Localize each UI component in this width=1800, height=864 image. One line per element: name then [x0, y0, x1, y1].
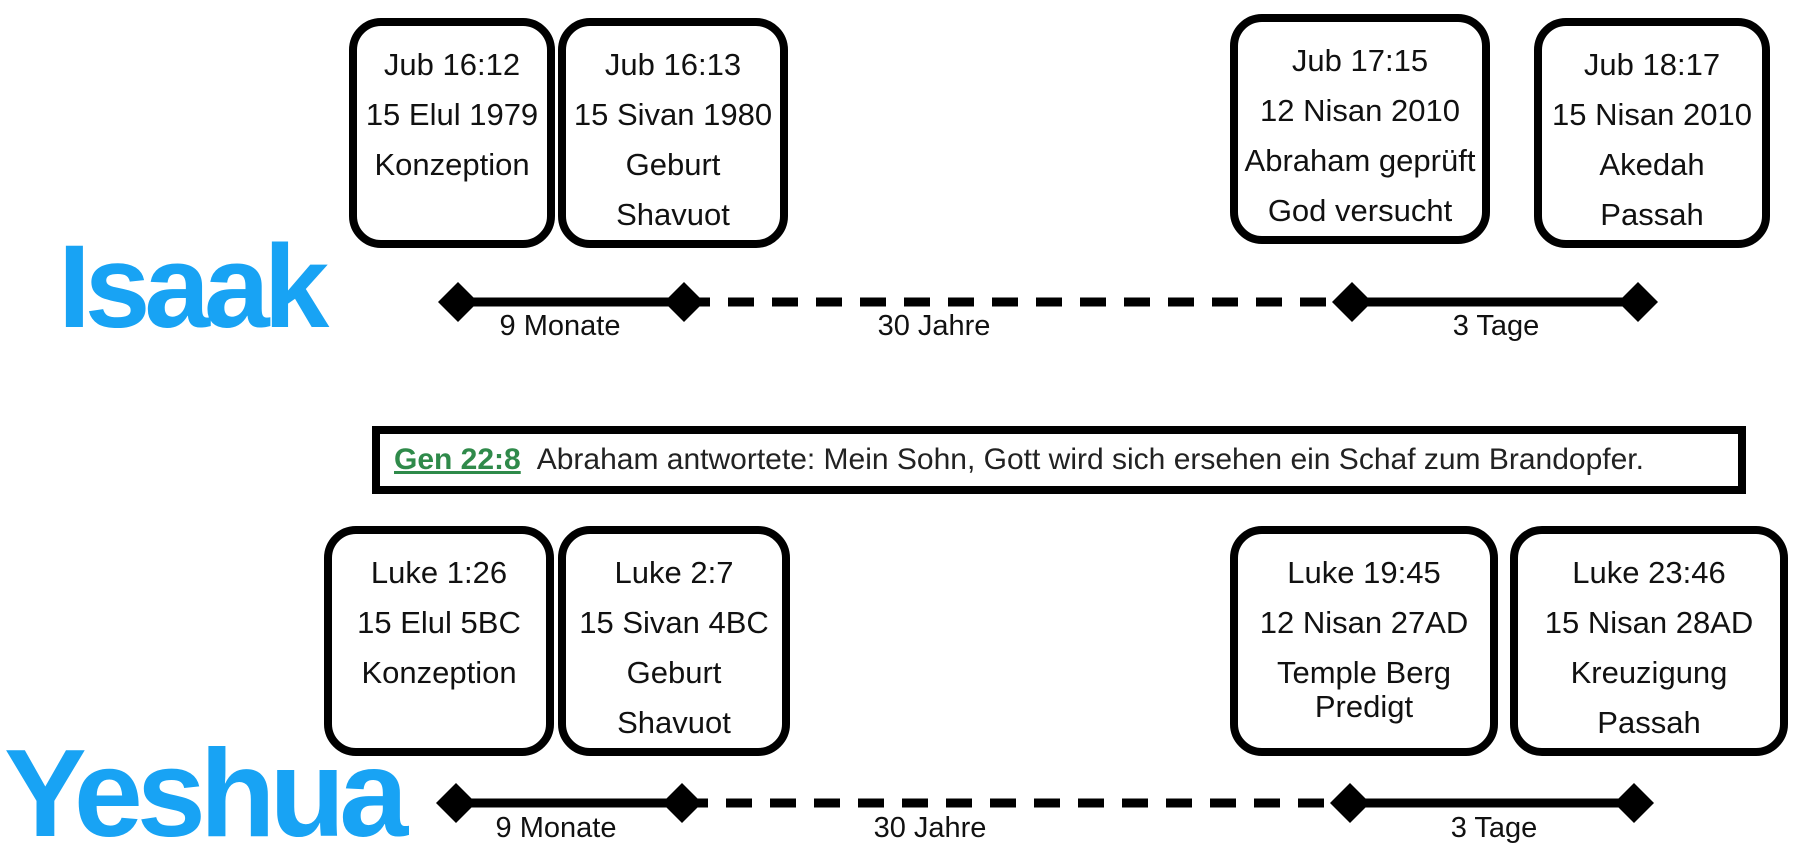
yeshua-interval-label: 3 Tage [1450, 812, 1538, 844]
event-ref: Luke 23:46 [1572, 555, 1726, 590]
event-label: Kreuzigung [1570, 655, 1728, 690]
isaak-title: Isaak [58, 221, 329, 353]
yeshua-title: Yeshua [4, 725, 408, 863]
yeshua-interval-label: 30 Jahre [873, 812, 987, 844]
event-label: Geburt [626, 655, 722, 690]
event-date: 15 Elul 1979 [365, 97, 539, 132]
quote-ref-link[interactable]: Gen 22:8 [394, 443, 521, 476]
event-ref: Jub 18:17 [1583, 47, 1721, 82]
event-ref: Jub 16:13 [604, 47, 742, 82]
isaak-event-2: Jub 16:13 15 Sivan 1980 Geburt Shavuot [558, 18, 788, 248]
milestone-diamond [662, 783, 702, 823]
yeshua-interval-label: 9 Monate [495, 812, 617, 844]
isaak-event-3: Jub 17:15 12 Nisan 2010 Abraham geprüft … [1230, 14, 1490, 244]
event-date: 12 Nisan 27AD [1259, 605, 1469, 640]
milestone-diamond [1614, 783, 1654, 823]
event-label: Passah [1600, 197, 1704, 232]
event-label: Konzeption [361, 655, 517, 690]
event-ref: Luke 19:45 [1287, 555, 1441, 590]
milestone-diamond [436, 783, 476, 823]
event-date: 15 Sivan 4BC [579, 605, 769, 640]
milestone-diamond [664, 282, 704, 322]
event-ref: Jub 17:15 [1291, 43, 1429, 78]
isaak-event-4: Jub 18:17 15 Nisan 2010 Akedah Passah [1534, 18, 1770, 248]
milestone-diamond [1330, 783, 1370, 823]
yeshua-event-2: Luke 2:7 15 Sivan 4BC Geburt Shavuot [558, 526, 790, 756]
milestone-diamond [438, 282, 478, 322]
isaak-interval-label: 9 Monate [499, 310, 621, 342]
milestone-diamond [1332, 282, 1372, 322]
isaak-timeline [438, 282, 1658, 322]
event-label: Akedah [1599, 147, 1705, 182]
isaak-interval-label: 3 Tage [1452, 310, 1540, 342]
event-label: Temple Berg [1276, 655, 1452, 690]
event-date: 12 Nisan 2010 [1260, 93, 1460, 128]
bible-quote: Gen 22:8 Abraham antwortete: Mein Sohn, … [372, 426, 1746, 494]
isaak-interval-label: 30 Jahre [877, 310, 991, 342]
event-date: 15 Elul 5BC [357, 605, 521, 640]
quote-text: Abraham antwortete: Mein Sohn, Gott wird… [536, 443, 1644, 476]
event-label: Predigt [1314, 689, 1414, 724]
event-date: 15 Nisan 2010 [1552, 97, 1752, 132]
yeshua-event-4: Luke 23:46 15 Nisan 28AD Kreuzigung Pass… [1510, 526, 1788, 756]
isaak-event-1: Jub 16:12 15 Elul 1979 Konzeption [349, 18, 555, 248]
yeshua-event-1: Luke 1:26 15 Elul 5BC Konzeption [324, 526, 554, 756]
event-label: Shavuot [616, 197, 730, 232]
event-label: Geburt [625, 147, 721, 182]
event-ref: Luke 2:7 [614, 555, 734, 590]
event-label: Konzeption [374, 147, 530, 182]
yeshua-timeline [436, 783, 1654, 823]
milestone-diamond [1618, 282, 1658, 322]
event-label: Abraham geprüft [1244, 143, 1476, 178]
event-date: 15 Nisan 28AD [1544, 605, 1754, 640]
event-ref: Jub 16:12 [383, 47, 521, 82]
event-label: Passah [1597, 705, 1701, 740]
event-ref: Luke 1:26 [370, 555, 508, 590]
event-label: God versucht [1267, 193, 1453, 228]
event-label: Shavuot [617, 705, 731, 740]
yeshua-event-3: Luke 19:45 12 Nisan 27AD Temple Berg Pre… [1230, 526, 1498, 756]
event-date: 15 Sivan 1980 [573, 97, 773, 132]
